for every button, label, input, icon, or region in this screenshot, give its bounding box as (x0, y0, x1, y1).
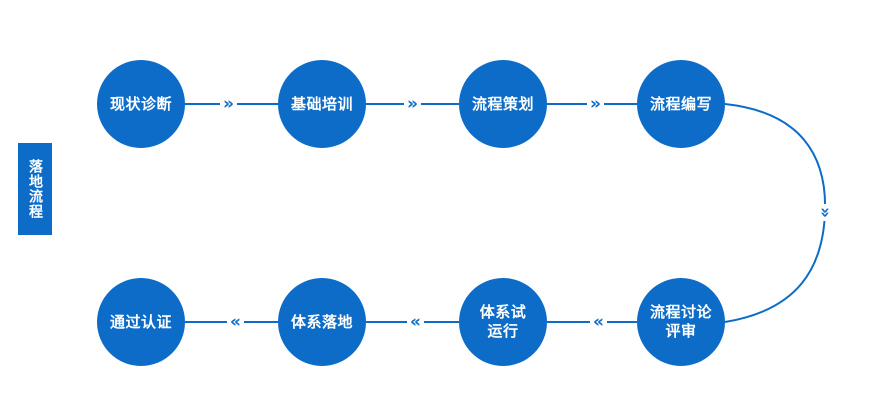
process-node-label: 基础培训 (290, 94, 353, 113)
chevron-down-double-icon: » (815, 204, 835, 221)
process-node-basic-training[interactable]: 基础培训 (278, 60, 366, 148)
process-node-process-review[interactable]: 流程讨论 评审 (637, 278, 725, 366)
chevron-right-double-icon: » (587, 96, 604, 113)
process-node-certification-passed[interactable]: 通过认证 (97, 278, 185, 366)
chevron-left-double-icon: « (407, 314, 424, 331)
section-tag-label: 落地流程 (27, 159, 43, 219)
process-node-label: 流程策划 (471, 94, 534, 113)
chevron-left-double-icon: « (590, 314, 607, 331)
process-node-label: 流程编写 (649, 94, 712, 113)
process-node-system-implementation[interactable]: 体系落地 (278, 278, 366, 366)
process-node-label: 流程讨论 评审 (649, 303, 712, 340)
chevron-right-double-icon: » (220, 96, 237, 113)
process-node-current-state-diagnosis[interactable]: 现状诊断 (97, 60, 185, 148)
process-node-process-planning[interactable]: 流程策划 (459, 60, 547, 148)
process-node-label: 通过认证 (109, 312, 172, 331)
connector-curve-4-5 (724, 103, 827, 323)
process-node-process-writing[interactable]: 流程编写 (637, 60, 725, 148)
chevron-left-double-icon: « (227, 314, 244, 331)
process-node-label: 现状诊断 (109, 94, 172, 113)
chevron-right-double-icon: » (404, 96, 421, 113)
section-tag-landing-process: 落地流程 (18, 143, 52, 235)
process-node-label: 体系试 运行 (479, 303, 527, 340)
process-node-label: 体系落地 (290, 312, 353, 331)
process-node-system-trial-run[interactable]: 体系试 运行 (459, 278, 547, 366)
